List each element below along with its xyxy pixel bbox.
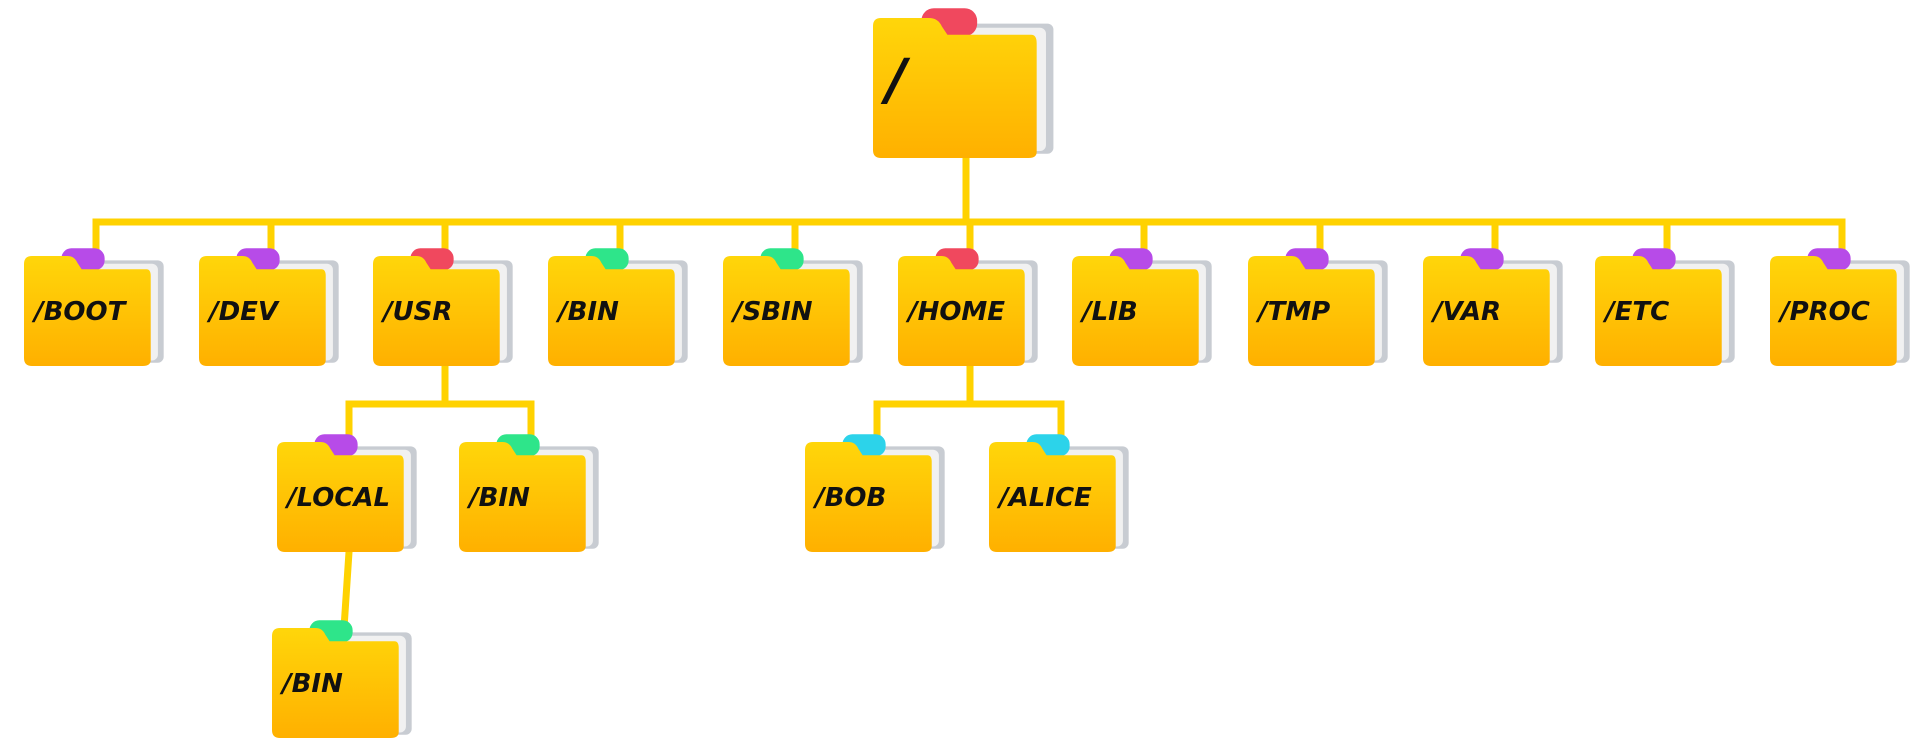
folder-proc[interactable]: /PROC [1770, 248, 1910, 366]
folder-lib[interactable]: /LIB [1072, 248, 1212, 366]
folder-sbin[interactable]: /SBIN [723, 248, 863, 366]
folder-label: /TMP [1255, 297, 1330, 327]
folder-home-alice[interactable]: /ALICE [989, 434, 1129, 552]
folder-label: /BIN [555, 297, 619, 327]
folder-label: /BOOT [31, 297, 128, 327]
folder-usr-local-bin[interactable]: /BIN [272, 620, 412, 738]
folder-icon [723, 256, 850, 366]
folder-icon [199, 256, 326, 366]
folder-icon [24, 256, 151, 366]
folder-icon [898, 256, 1025, 366]
folder-root[interactable]: / [873, 8, 1054, 158]
tree-connectors [92, 154, 1846, 632]
folder-icon [1770, 256, 1897, 366]
folder-label: /SBIN [730, 297, 813, 327]
folder-icon [873, 18, 1037, 158]
folder-label: /VAR [1430, 297, 1501, 327]
folder-label: /LOCAL [284, 483, 390, 513]
folder-usr-bin[interactable]: /BIN [459, 434, 599, 552]
folder-icon [272, 628, 399, 738]
folder-icon [805, 442, 932, 552]
folder-icon [277, 442, 404, 552]
folder-label: /BIN [279, 669, 343, 699]
folder-nodes: / /BOOT/DEV/USR/BIN/SBIN/HOME/LIB/TMP/VAR… [24, 8, 1910, 738]
folder-dev[interactable]: /DEV [199, 248, 339, 366]
connector-local-stem [340, 548, 353, 632]
folder-label: / [880, 48, 911, 113]
folder-label: /DEV [206, 297, 280, 327]
folder-tmp[interactable]: /TMP [1248, 248, 1388, 366]
folder-boot[interactable]: /BOOT [24, 248, 164, 366]
folder-usr-local[interactable]: /LOCAL [277, 434, 417, 552]
folder-icon [1595, 256, 1722, 366]
folder-label: /ALICE [996, 483, 1092, 513]
folder-icon [459, 442, 586, 552]
folder-label: /PROC [1777, 297, 1870, 327]
folder-etc[interactable]: /ETC [1595, 248, 1735, 366]
folder-home[interactable]: /HOME [898, 248, 1038, 366]
folder-icon [989, 442, 1116, 552]
folder-bin[interactable]: /BIN [548, 248, 688, 366]
folder-label: /BIN [466, 483, 530, 513]
folder-icon [548, 256, 675, 366]
folder-icon [1423, 256, 1550, 366]
folder-label: /LIB [1079, 297, 1138, 327]
folder-icon [1072, 256, 1199, 366]
folder-label: /ETC [1602, 297, 1669, 327]
folder-var[interactable]: /VAR [1423, 248, 1563, 366]
folder-label: /BOB [812, 483, 886, 513]
folder-usr[interactable]: /USR [373, 248, 513, 366]
folder-home-bob[interactable]: /BOB [805, 434, 945, 552]
folder-label: /USR [380, 297, 452, 327]
folder-icon [373, 256, 500, 366]
folder-icon [1248, 256, 1375, 366]
folder-label: /HOME [905, 297, 1005, 327]
